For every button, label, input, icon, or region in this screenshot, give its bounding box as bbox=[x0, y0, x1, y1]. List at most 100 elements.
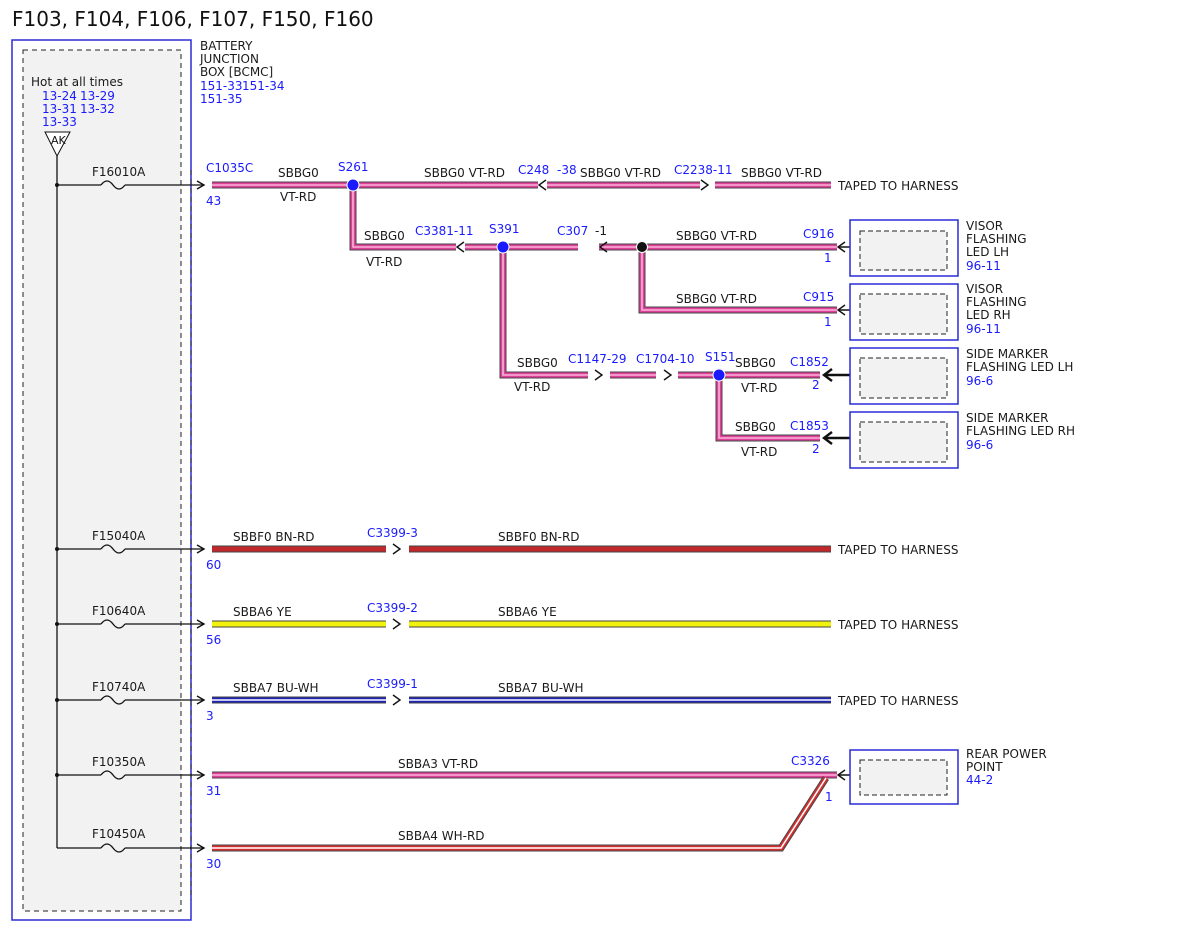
splice-s151 bbox=[712, 368, 726, 382]
fuse-row-1: F16010A 43 bbox=[55, 165, 221, 208]
component-ref: 96-6 bbox=[966, 374, 993, 388]
component-name-line: LED RH bbox=[966, 308, 1011, 322]
fuse-label: F10740A bbox=[92, 680, 146, 694]
fuse-label: F16010A bbox=[92, 165, 146, 179]
wire-label: SBBA3 VT-RD bbox=[398, 757, 478, 771]
connector-c1853-pin: 2 bbox=[812, 442, 820, 456]
connector-c3381: C3381-11 bbox=[415, 224, 474, 238]
wire-vt-rd-stripe bbox=[352, 185, 456, 248]
wire-labels: SBBG0 VT-RD SBBG0 VT-RD SBBG0 VT-RD SBBG… bbox=[233, 166, 822, 843]
fuse-pin: 3 bbox=[206, 709, 214, 723]
connector-c916-pin: 1 bbox=[824, 251, 832, 265]
bjb-name-line-2: JUNCTION bbox=[199, 52, 259, 66]
connector-c3399-3: C3399-3 bbox=[367, 526, 418, 540]
wire-sbba4-stripe bbox=[212, 777, 827, 849]
connector-labels: C1035C S261 C248 -38 C2238-11 C3381-11 S… bbox=[206, 160, 834, 804]
component-visor-led-rh: VISOR FLASHING LED RH 96-11 bbox=[849, 282, 1027, 341]
wire-label: SBBA7 BU-WH bbox=[498, 681, 584, 695]
wire-label: VT-RD bbox=[741, 445, 777, 459]
component-side-marker-rh: SIDE MARKER FLASHING LED RH 96-6 bbox=[849, 411, 1075, 469]
connector-c307-pin: -1 bbox=[595, 224, 607, 238]
wire-vt-rd-stripe bbox=[641, 247, 837, 311]
fuse-pin: 56 bbox=[206, 633, 221, 647]
wire-label: SBBG0 bbox=[278, 166, 319, 180]
splice-junction bbox=[636, 241, 648, 253]
wire-label: SBBG0 bbox=[364, 229, 405, 243]
connector-c248-pin: -38 bbox=[557, 163, 577, 177]
wire-sbba4-outline bbox=[212, 776, 829, 852]
component-name-line: FLASHING bbox=[966, 295, 1027, 309]
component-name-line: POINT bbox=[966, 760, 1003, 774]
component-name-line: FLASHING bbox=[966, 232, 1027, 246]
taped-to-harness-label: TAPED TO HARNESS bbox=[837, 618, 958, 632]
c307-arrow-icon bbox=[598, 241, 608, 253]
connector-c248: C248 bbox=[518, 163, 549, 177]
c3326-arrow-icon bbox=[836, 769, 846, 781]
component-name-line: FLASHING LED RH bbox=[966, 424, 1075, 438]
wire-label: VT-RD bbox=[741, 381, 777, 395]
c1147-arrow-icon bbox=[594, 369, 604, 381]
connector-c307: C307 bbox=[557, 224, 588, 238]
c3399-1-arrow-icon bbox=[392, 694, 402, 706]
component-name-line: REAR POWER bbox=[966, 747, 1047, 761]
hot-ref-5: 13-33 bbox=[42, 115, 77, 129]
fuse-label: F15040A bbox=[92, 529, 146, 543]
wire-vt-rd-stripe bbox=[502, 247, 588, 376]
connector-c915: C915 bbox=[803, 290, 834, 304]
wire-sbba4 bbox=[212, 776, 829, 851]
c916-arrow-icon bbox=[836, 241, 846, 253]
splice-s391-label: S391 bbox=[489, 222, 520, 236]
wire-label: VT-RD bbox=[366, 255, 402, 269]
fuse-icon bbox=[100, 770, 126, 780]
wire-label: SBBG0 bbox=[735, 356, 776, 370]
ak-label: AK bbox=[51, 134, 67, 147]
component-ref: 96-6 bbox=[966, 438, 993, 452]
wire-label: VT-RD bbox=[514, 380, 550, 394]
taped-to-harness-label: TAPED TO HARNESS bbox=[837, 694, 958, 708]
c2238-arrow-icon bbox=[700, 179, 710, 191]
wire-label: SBBA4 WH-RD bbox=[398, 829, 485, 843]
connector-c915-pin: 1 bbox=[824, 315, 832, 329]
fuse-row-5: F10350A 31 bbox=[55, 755, 221, 798]
fuse-icon bbox=[100, 544, 126, 554]
bjb-name-line-1: BATTERY bbox=[200, 39, 253, 53]
splice-s261-label: S261 bbox=[338, 160, 369, 174]
diagram-title: F103, F104, F106, F107, F150, F160 bbox=[12, 7, 374, 31]
c1704-arrow-icon bbox=[663, 369, 673, 381]
component-visor-led-lh: VISOR FLASHING LED LH 96-11 bbox=[849, 219, 1027, 277]
wire-vt-rd-stripe bbox=[718, 375, 820, 439]
fuse-label: F10640A bbox=[92, 604, 146, 618]
connector-c3326: C3326 bbox=[791, 754, 830, 768]
c3381-arrow-icon bbox=[455, 241, 465, 253]
connector-c1852-pin: 2 bbox=[812, 378, 820, 392]
splice-s261 bbox=[346, 178, 360, 192]
component-name-line: VISOR bbox=[966, 219, 1003, 233]
component-ref: 96-11 bbox=[966, 259, 1001, 273]
fuse-icon bbox=[100, 843, 126, 853]
component-name-line: SIDE MARKER bbox=[966, 411, 1048, 425]
taped-to-harness-label: TAPED TO HARNESS bbox=[837, 543, 958, 557]
hot-ref-4: 13-32 bbox=[80, 102, 115, 116]
fuse-pin: 30 bbox=[206, 857, 221, 871]
c248-arrow-icon bbox=[537, 179, 547, 191]
connector-arrows bbox=[392, 179, 846, 781]
splice-s391 bbox=[496, 240, 510, 254]
connector-c3326-pin: 1 bbox=[825, 790, 833, 804]
hot-ref-3: 13-31 bbox=[42, 102, 77, 116]
wire-label: SBBA6 YE bbox=[498, 605, 557, 619]
connector-c1147: C1147-29 bbox=[568, 352, 627, 366]
wire-label: SBBF0 BN-RD bbox=[498, 530, 580, 544]
bjb-inner-box bbox=[22, 49, 182, 912]
wire-label: SBBA7 BU-WH bbox=[233, 681, 319, 695]
component-name-line: SIDE MARKER bbox=[966, 347, 1048, 361]
fuse-icon bbox=[100, 180, 126, 190]
component-name-line: LED LH bbox=[966, 245, 1009, 259]
fuse-pin: 43 bbox=[206, 194, 221, 208]
bjb-ref-3: 151-35 bbox=[200, 92, 243, 106]
connector-c3399-2: C3399-2 bbox=[367, 601, 418, 615]
wire-label: SBBG0 bbox=[517, 356, 558, 370]
component-ref: 96-11 bbox=[966, 322, 1001, 336]
connector-c1853: C1853 bbox=[790, 419, 829, 433]
component-ref: 44-2 bbox=[966, 773, 993, 787]
